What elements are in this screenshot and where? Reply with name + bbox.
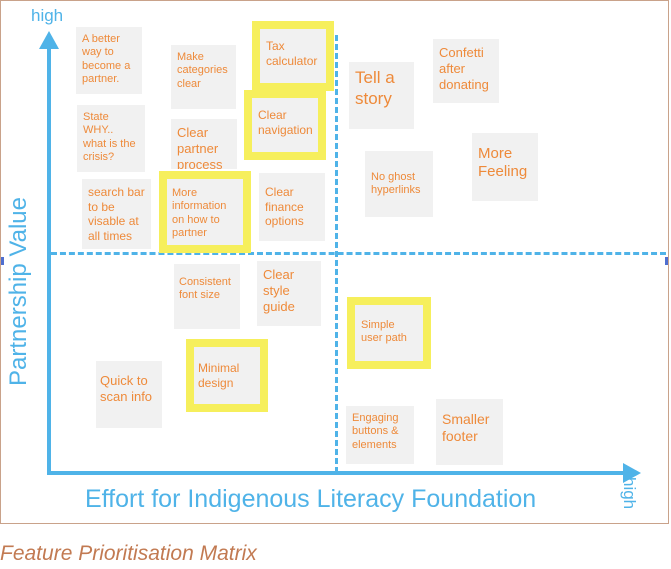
sticky-note[interactable]: No ghost hyperlinks bbox=[365, 151, 433, 217]
sticky-note[interactable]: Clear partner process bbox=[171, 119, 237, 169]
horizontal-divider bbox=[51, 252, 666, 255]
y-axis-high-label: high bbox=[31, 6, 64, 25]
sticky-note[interactable]: Clear style guide bbox=[257, 261, 321, 326]
sticky-note[interactable]: State WHY.. what is the crisis? bbox=[77, 105, 145, 172]
sticky-note[interactable]: Quick to scan info bbox=[96, 361, 162, 428]
y-axis-arrow bbox=[39, 31, 59, 49]
x-axis-label: Effort for Indigenous Literacy Foundatio… bbox=[85, 485, 537, 513]
sticky-note[interactable]: Confetti after donating bbox=[433, 39, 499, 103]
sticky-note[interactable]: More Feeling bbox=[472, 133, 538, 201]
vertical-divider bbox=[335, 35, 338, 473]
x-axis-arrow bbox=[623, 463, 641, 483]
sticky-note-highlighted[interactable]: Minimal design bbox=[186, 339, 268, 412]
sticky-note[interactable]: Clear finance options bbox=[259, 173, 325, 241]
sticky-note[interactable]: A better way to become a partner. bbox=[76, 27, 142, 94]
sticky-note[interactable]: Make categories clear bbox=[171, 45, 236, 109]
sticky-note[interactable]: Tell a story bbox=[349, 62, 414, 129]
sticky-note-highlighted[interactable]: Tax calculator bbox=[252, 21, 334, 91]
x-axis-high-label: high bbox=[620, 477, 639, 510]
left-edge-marker bbox=[1, 257, 4, 265]
sticky-note[interactable]: Engaging buttons & elements bbox=[346, 406, 414, 464]
figure-caption: Feature Prioritisation Matrix bbox=[0, 542, 257, 565]
matrix-frame: high high Partnership Value Effort for I… bbox=[0, 0, 669, 524]
sticky-note[interactable]: Smaller footer bbox=[436, 399, 503, 465]
sticky-note-highlighted[interactable]: Simple user path bbox=[347, 297, 431, 369]
sticky-note-highlighted[interactable]: More information on how to partner bbox=[159, 171, 251, 253]
sticky-note[interactable]: Consistent font size bbox=[174, 264, 240, 329]
sticky-note[interactable]: search bar to be visable at all times bbox=[82, 179, 151, 249]
right-edge-marker bbox=[665, 257, 668, 265]
x-axis-line bbox=[47, 471, 627, 475]
y-axis-label: Partnership Value bbox=[5, 197, 32, 386]
y-axis-line bbox=[47, 45, 51, 475]
sticky-note-highlighted[interactable]: Clear navigation bbox=[244, 90, 326, 160]
